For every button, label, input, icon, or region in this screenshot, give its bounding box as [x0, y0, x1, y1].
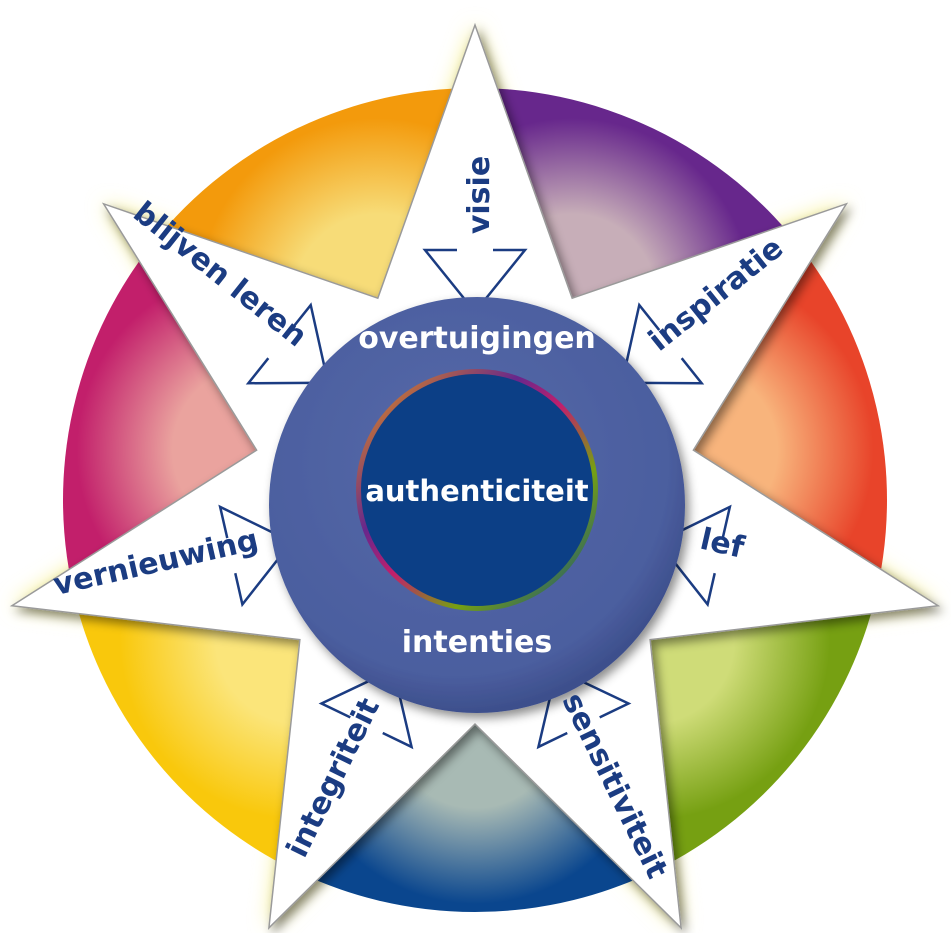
label-authenticiteit: authenticiteit [365, 474, 588, 508]
label-visie: visie [462, 156, 497, 234]
core-disc [361, 374, 593, 606]
label-intenties: intenties [402, 625, 553, 660]
label-overtuigingen: overtuigingen [358, 321, 596, 356]
